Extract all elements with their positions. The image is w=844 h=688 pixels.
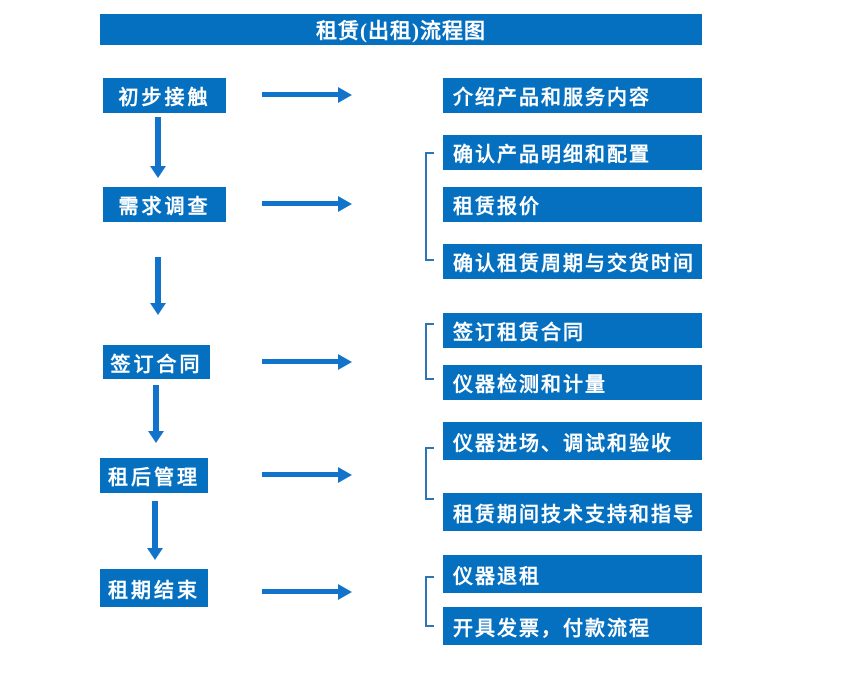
detail-box-technical-support-guidance: 租赁期间技术支持和指导 <box>443 493 702 531</box>
arrow-head <box>338 87 352 103</box>
stage-box-lease-end: 租期结束 <box>100 569 208 607</box>
arrow-head <box>147 548 163 560</box>
arrow-head <box>150 166 166 178</box>
group-bracket-icon <box>425 447 434 500</box>
down-arrow-icon <box>147 501 163 560</box>
title-bar: 租赁(出租)流程图 <box>100 14 702 45</box>
arrow-head <box>338 354 352 370</box>
arrow-shaft <box>262 589 339 594</box>
detail-box-invoicing-payment: 开具发票，付款流程 <box>443 607 702 645</box>
detail-box-instrument-entry-commissioning: 仪器进场、调试和验收 <box>443 422 702 460</box>
detail-box-instrument-testing-metering: 仪器检测和计量 <box>443 365 702 400</box>
right-arrow-icon <box>262 584 352 600</box>
group-bracket-icon <box>425 152 434 261</box>
detail-box-introduce-products-services: 介绍产品和服务内容 <box>443 78 702 113</box>
arrow-head <box>338 467 352 483</box>
stage-box-demand-survey: 需求调查 <box>103 187 226 222</box>
arrow-head <box>148 431 164 443</box>
stage-box-post-lease-management: 租后管理 <box>100 458 208 493</box>
arrow-shaft <box>262 201 339 206</box>
page-title: 租赁(出租)流程图 <box>316 18 486 43</box>
arrow-shaft <box>262 92 339 97</box>
down-arrow-icon <box>148 385 164 443</box>
detail-box-confirm-product-details: 确认产品明细和配置 <box>443 135 702 170</box>
right-arrow-icon <box>262 196 352 212</box>
group-bracket-icon <box>425 323 434 380</box>
arrow-shaft <box>155 257 161 304</box>
stage-box-sign-contract: 签订合同 <box>103 345 210 379</box>
detail-box-confirm-lease-period-delivery: 确认租赁周期与交货时间 <box>443 244 702 279</box>
detail-box-instrument-return: 仪器退租 <box>443 555 702 593</box>
stage-box-initial-contact: 初步接触 <box>103 78 226 113</box>
arrow-shaft <box>262 359 339 364</box>
arrow-shaft <box>152 501 158 549</box>
down-arrow-icon <box>150 257 166 315</box>
arrow-head <box>338 584 352 600</box>
arrow-shaft <box>262 472 339 477</box>
down-arrow-icon <box>150 117 166 178</box>
detail-box-rental-quotation: 租赁报价 <box>443 187 702 222</box>
right-arrow-icon <box>262 354 352 370</box>
right-arrow-icon <box>262 87 352 103</box>
group-bracket-icon <box>425 576 434 627</box>
right-arrow-icon <box>262 467 352 483</box>
arrow-head <box>338 196 352 212</box>
detail-box-sign-lease-contract: 签订租赁合同 <box>443 313 702 348</box>
arrow-head <box>150 303 166 315</box>
arrow-shaft <box>155 117 161 167</box>
arrow-shaft <box>153 385 159 432</box>
